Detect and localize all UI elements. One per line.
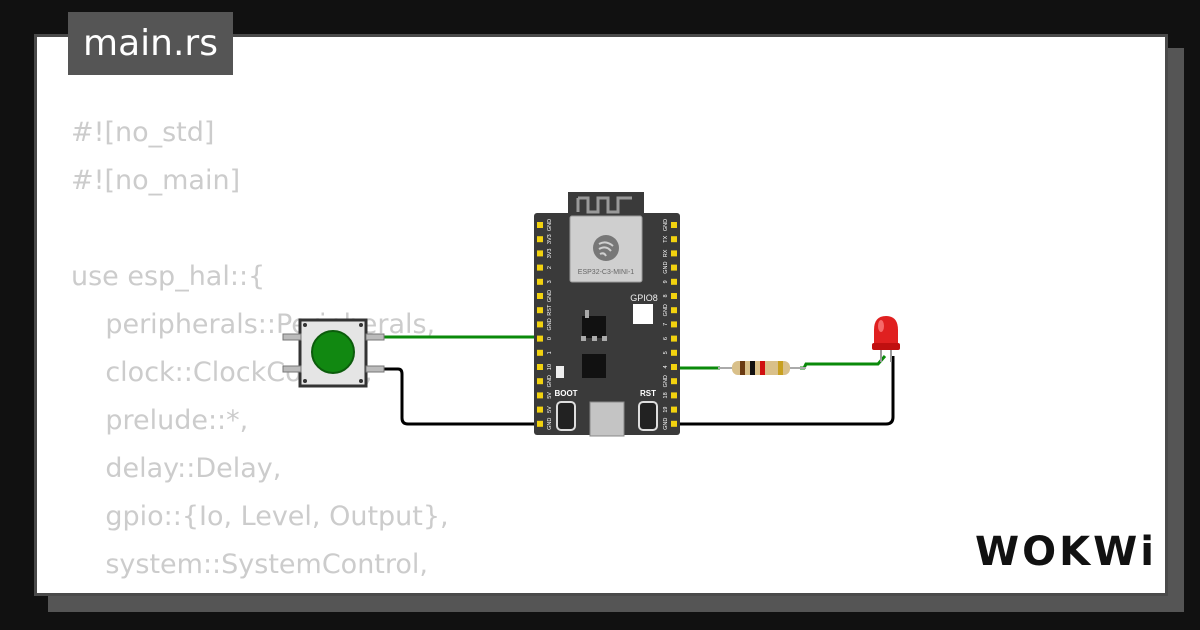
left-pin[interactable] (537, 250, 543, 257)
left-pin[interactable] (537, 378, 543, 385)
left-pin[interactable] (537, 364, 543, 370)
left-pin-label: 5V (547, 406, 553, 413)
left-pin-label: 3 (547, 280, 553, 283)
left-pin-label: 1 (547, 351, 553, 354)
right-pin-label: TX (663, 235, 669, 242)
right-pin-label: 8 (663, 294, 669, 297)
right-pin[interactable] (671, 406, 677, 413)
left-pin-label: 10 (547, 364, 553, 370)
left-pin[interactable] (537, 321, 543, 328)
wire-black-button (383, 367, 540, 426)
right-pin-label: 6 (663, 337, 669, 340)
left-pin[interactable] (537, 406, 543, 413)
wire-green-led (800, 355, 887, 370)
left-pin-label: GND (547, 290, 553, 302)
right-pin-label: GND (663, 375, 669, 387)
right-pin-label: GND (663, 418, 669, 430)
right-pin[interactable] (671, 420, 677, 427)
esp32-c3-board[interactable]: ESP32-C3-MINI-1 GPIO8 BOOT RST GND 3V3 3V3… (534, 192, 680, 437)
left-pin-label: GND (547, 219, 553, 231)
code-line: use esp_hal::{ (71, 261, 266, 292)
rgb-led (633, 304, 653, 324)
right-pin[interactable] (671, 321, 677, 328)
right-pin-label: GND (663, 261, 669, 273)
right-pin[interactable] (671, 278, 677, 285)
file-tab[interactable]: main.rs (68, 12, 233, 75)
right-pin-label: 19 (663, 407, 669, 413)
right-pin-label: GND (663, 219, 669, 231)
left-pin-label: 5V (547, 392, 553, 399)
right-pin[interactable] (671, 364, 677, 370)
left-pin[interactable] (537, 278, 543, 285)
left-pin-label: GND (547, 318, 553, 330)
red-led[interactable] (872, 316, 900, 362)
left-pin[interactable] (537, 335, 543, 342)
right-pin[interactable] (671, 293, 677, 299)
left-pin-label: 3V3 (547, 249, 553, 259)
left-pin[interactable] (537, 293, 543, 299)
gpio8-label: GPIO8 (630, 293, 658, 303)
left-pin-label: 0 (547, 337, 553, 340)
right-pin-label: 4 (663, 365, 669, 368)
right-pin-label: GND (663, 304, 669, 316)
right-pin[interactable] (671, 392, 677, 399)
usb-port (589, 401, 625, 437)
right-pin-label: 5 (663, 351, 669, 354)
right-pin[interactable] (671, 335, 677, 342)
left-pin-label: 3V3 (547, 234, 553, 244)
right-pin[interactable] (671, 222, 677, 228)
left-pin[interactable] (537, 222, 543, 228)
boot-label: BOOT (554, 389, 577, 398)
code-line: system::SystemControl, (71, 549, 428, 580)
wire-black-led (674, 356, 895, 426)
right-pin-label: 18 (663, 392, 669, 398)
left-pin-label: GND (547, 375, 553, 387)
right-pin-label: 9 (663, 280, 669, 283)
left-pin[interactable] (537, 392, 543, 399)
left-pin-label: RST (547, 304, 553, 316)
button-cap (311, 330, 355, 374)
right-pin[interactable] (671, 250, 677, 257)
code-line: prelude::*, (71, 405, 249, 436)
rst-label: RST (640, 389, 656, 398)
wokwi-logo: WOKWi (975, 529, 1157, 575)
right-pin-label: 7 (663, 323, 669, 326)
right-pin-label: RX (663, 249, 669, 257)
module-label: ESP32-C3-MINI-1 (578, 269, 635, 276)
right-pin[interactable] (671, 236, 677, 243)
left-pin[interactable] (537, 307, 543, 314)
left-pin[interactable] (537, 264, 543, 271)
right-pin[interactable] (671, 264, 677, 271)
right-pin[interactable] (671, 349, 677, 356)
left-pin[interactable] (537, 349, 543, 356)
left-pin-label: 2 (547, 266, 553, 269)
code-line: gpio::{Io, Level, Output}, (71, 501, 449, 532)
boot-button (556, 401, 576, 431)
left-pin[interactable] (537, 236, 543, 243)
code-line: #![no_main] (71, 165, 241, 196)
push-button[interactable] (282, 318, 385, 388)
rst-button (638, 401, 658, 431)
right-pin[interactable] (671, 307, 677, 314)
code-line: delay::Delay, (71, 453, 282, 484)
resistor[interactable] (718, 361, 806, 375)
left-pin[interactable] (537, 420, 543, 427)
code-line: #![no_std] (71, 117, 215, 148)
left-pin-label: GND (547, 418, 553, 430)
right-pin[interactable] (671, 378, 677, 385)
